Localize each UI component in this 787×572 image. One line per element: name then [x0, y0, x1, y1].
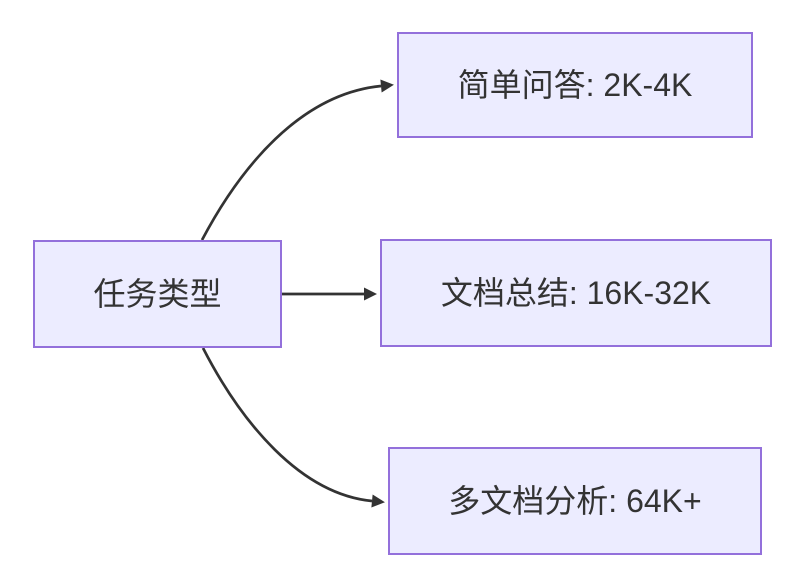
node-doc-summary-label: 文档总结: 16K-32K: [440, 274, 712, 311]
edge-task-type-to-multi-doc-analysis: [201, 347, 385, 508]
node-multi-doc-analysis: 多文档分析: 64K+: [388, 447, 762, 555]
node-simple-qa: 简单问答: 2K-4K: [397, 32, 753, 138]
node-doc-summary: 文档总结: 16K-32K: [380, 239, 772, 347]
node-multi-doc-analysis-label: 多文档分析: 64K+: [448, 482, 702, 519]
node-task-type: 任务类型: [33, 240, 282, 348]
node-simple-qa-label: 简单问答: 2K-4K: [457, 66, 693, 103]
node-task-type-label: 任务类型: [93, 275, 222, 312]
edge-task-type-to-simple-qa: [200, 79, 394, 241]
